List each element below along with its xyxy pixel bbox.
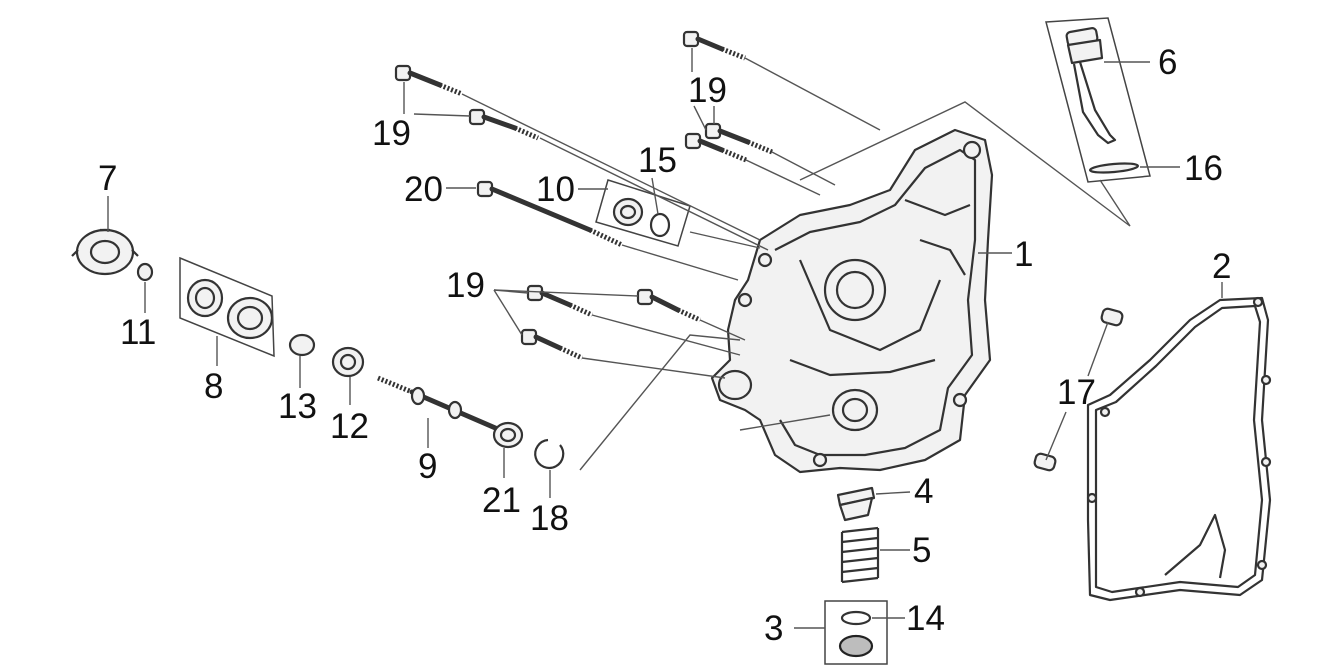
bolt-set-part xyxy=(394,30,773,361)
oil-seal-part xyxy=(186,278,274,340)
callout-10: 10 xyxy=(536,170,575,209)
callout-18: 18 xyxy=(530,499,569,538)
filter-screen-part xyxy=(838,610,874,658)
group-box-10-15 xyxy=(595,179,691,247)
callout-4: 4 xyxy=(914,472,933,511)
crankcase-cover-part xyxy=(710,128,994,474)
callout-8: 8 xyxy=(204,367,223,406)
dipstick-part xyxy=(1065,27,1117,145)
callout-3: 3 xyxy=(764,609,783,648)
callout-7: 7 xyxy=(98,159,117,198)
leader-lines xyxy=(107,48,1223,629)
bearing-part xyxy=(331,346,365,378)
group-box-8 xyxy=(179,256,275,358)
dipstick-oring-part xyxy=(1088,162,1140,174)
group-box-3-14 xyxy=(824,600,888,665)
dowel-pin-part xyxy=(1033,307,1124,472)
group-box-6-16 xyxy=(1045,17,1151,183)
callout-19-upper: 19 xyxy=(688,71,727,110)
callout-19-upper-left: 19 xyxy=(372,114,411,153)
callout-17: 17 xyxy=(1057,373,1096,412)
shaft-part xyxy=(377,375,503,433)
drain-plug-part xyxy=(836,486,876,522)
callout-1: 1 xyxy=(1014,235,1033,274)
callout-9: 9 xyxy=(418,447,437,486)
callout-20: 20 xyxy=(404,170,443,209)
spring-part xyxy=(840,526,880,584)
circlip-part xyxy=(534,438,565,470)
callout-13: 13 xyxy=(278,387,317,426)
bushing-part xyxy=(492,421,524,449)
seal-oring-part xyxy=(612,197,671,238)
callout-5: 5 xyxy=(912,531,931,570)
callout-6: 6 xyxy=(1158,43,1177,82)
callout-11: 11 xyxy=(120,313,156,352)
gasket-part xyxy=(1086,296,1272,602)
callout-21: 21 xyxy=(482,481,521,520)
gear-cap-part xyxy=(71,228,139,276)
callout-12: 12 xyxy=(330,407,369,446)
callout-2: 2 xyxy=(1212,247,1231,286)
washer-part xyxy=(288,333,316,357)
small-oring-part xyxy=(136,262,154,282)
callout-14: 14 xyxy=(906,599,945,638)
callout-15: 15 xyxy=(638,141,677,180)
callout-16: 16 xyxy=(1184,149,1223,188)
callout-19-middle: 19 xyxy=(446,266,485,305)
